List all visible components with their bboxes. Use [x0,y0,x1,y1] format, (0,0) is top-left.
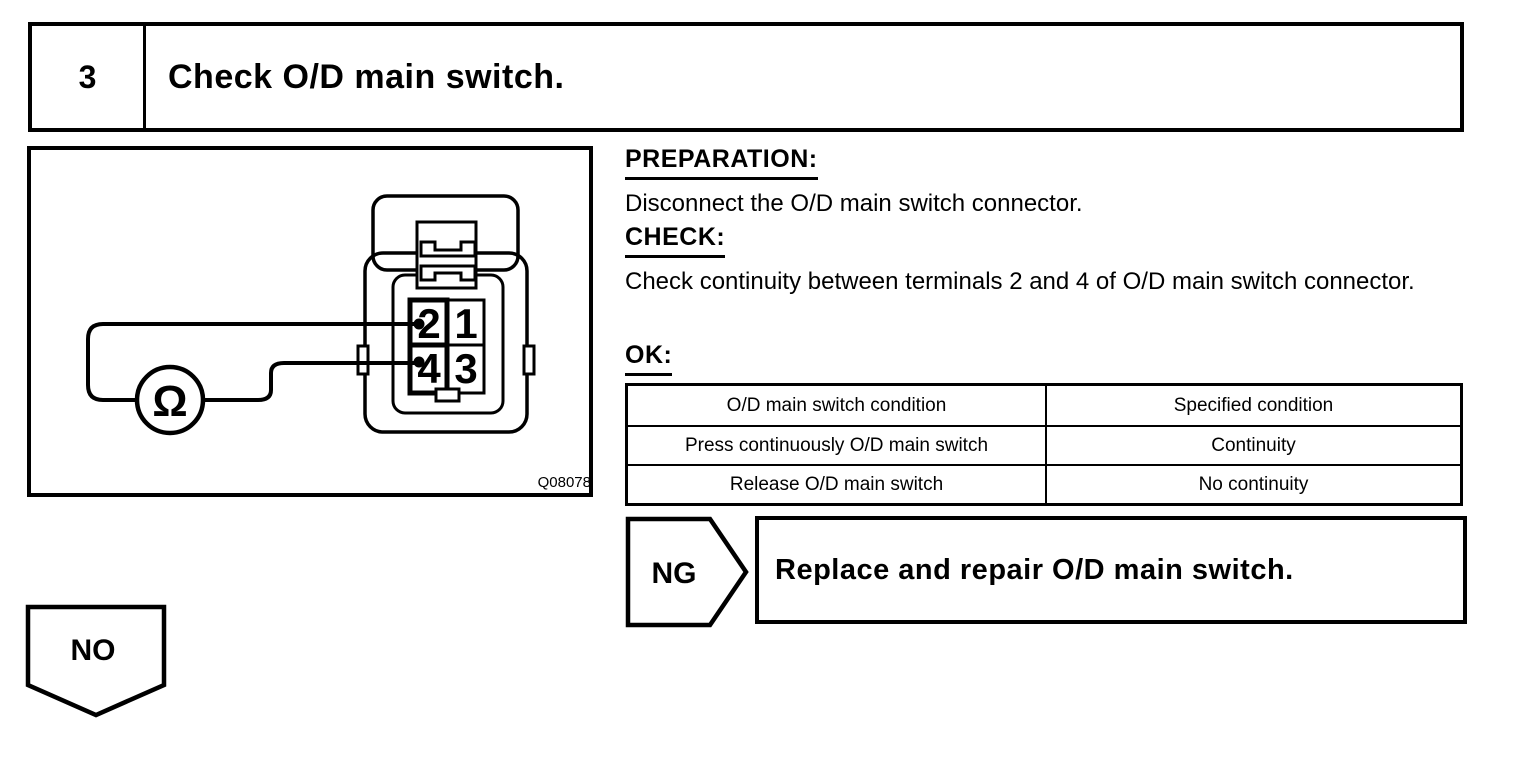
step-number: 3 [32,26,146,128]
spec-cell-specified-1: Continuity [1045,427,1460,464]
latch-clasp-lower [419,264,477,282]
check-heading: CHECK: [625,223,726,258]
preparation-heading: PREPARATION: [625,145,818,180]
no-branch-pointer: NO [25,604,169,725]
probe-dot-terminal-4 [413,356,425,368]
ng-branch-pointer: NG [625,516,751,633]
terminal-label-4: 4 [417,345,441,392]
spec-cell-condition-2: Release O/D main switch [729,473,944,495]
test-lead-terminal-4 [203,361,418,402]
latch-clasp-upper [419,240,477,258]
spec-table-header-row: O/D main switch condition Specified cond… [628,386,1460,425]
preparation-text: Disconnect the O/D main switch connector… [625,190,1083,217]
ng-pentagon-shape [625,516,749,628]
terminal-label-2: 2 [417,300,440,347]
step-title: Check O/D main switch. [168,57,565,96]
connector-figure: 2 1 4 3 Ω Q08078 [27,146,593,497]
connector-diagram-svg: 2 1 4 3 Ω Q08078 [86,194,589,491]
terminal-bottom-key [434,387,461,403]
check-text: Check continuity between terminals 2 and… [625,268,1415,295]
terminal-4-cell [407,342,450,396]
test-lead-terminal-2 [86,322,418,402]
connector-left-tab [356,344,370,376]
spec-col-header-specified: Specified condition [1045,386,1460,425]
spec-cell-specified-2: No continuity [1045,466,1460,503]
no-label: NO [71,634,116,667]
preparation-section: PREPARATION: [625,145,818,180]
terminal-label-3: 3 [454,345,477,392]
spec-cell-condition-1: Press continuously O/D main switch [684,434,989,456]
no-pentagon-shape [25,604,167,718]
ng-label: NG [652,557,697,590]
ok-section: OK: [625,341,673,376]
spec-col-header-condition: O/D main switch condition [726,394,947,416]
connector-right-tab [522,344,536,376]
ohmmeter-icon [134,364,206,436]
step-header: 3 Check O/D main switch. [28,22,1464,132]
table-row: Press continuously O/D main switch Conti… [628,425,1460,464]
terminal-label-1: 1 [454,300,477,347]
ohm-symbol: Ω [152,377,187,426]
check-section: CHECK: [625,223,726,258]
ok-heading: OK: [625,341,673,376]
probe-dot-terminal-2 [413,318,425,330]
spec-table: O/D main switch condition Specified cond… [625,383,1463,506]
table-row: Release O/D main switch No continuity [628,464,1460,503]
figure-id: Q08078 [538,474,589,491]
ng-action-box: Replace and repair O/D main switch. [755,516,1467,624]
